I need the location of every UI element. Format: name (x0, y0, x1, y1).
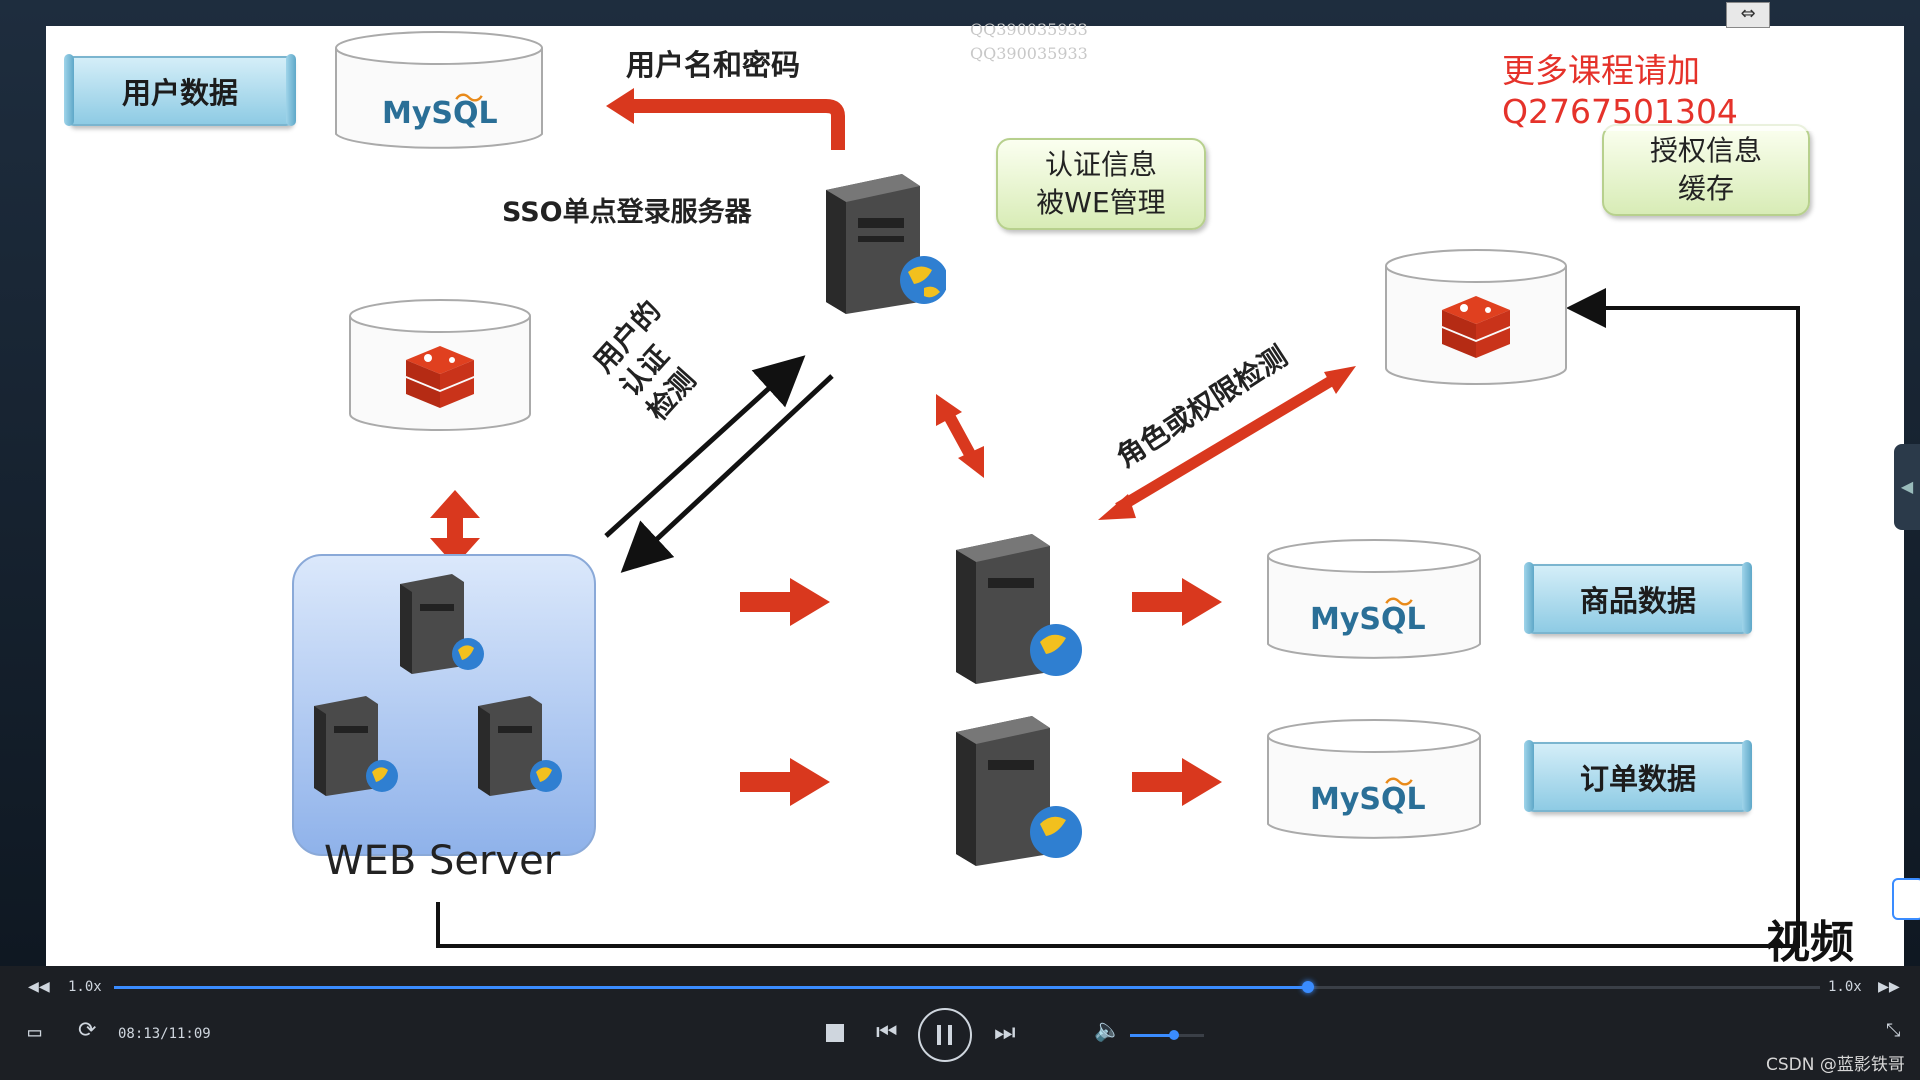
pause-icon-bar (948, 1025, 952, 1045)
dolphin-icon: 〜 (454, 82, 484, 117)
goods-mysql-db: MySQL 〜 (1266, 538, 1482, 660)
auth-info-callout: 认证信息 被WE管理 (996, 138, 1206, 230)
user-data-tag: 用户数据 (64, 54, 296, 126)
auth-callout-line2: 被WE管理 (1036, 186, 1166, 219)
web-server-cluster (292, 554, 596, 856)
promo-text: 更多课程请加Q2767501304 (1502, 44, 1904, 131)
volume-track[interactable] (1130, 1030, 1204, 1040)
arrow-service-to-orderdb (1132, 758, 1222, 806)
web-redis-cache (348, 298, 532, 431)
folder-icon[interactable]: ▭ (28, 1020, 42, 1045)
redis-icon (406, 346, 474, 408)
stop-button[interactable] (826, 1024, 844, 1042)
web-server-label: WEB Server (324, 838, 561, 884)
dolphin-icon: 〜 (1384, 586, 1414, 621)
user-mysql-db: MySQL 〜 (334, 30, 544, 149)
pause-button[interactable] (918, 1008, 972, 1062)
progress-track[interactable] (114, 981, 1820, 993)
corner-logo: 视频 (1766, 917, 1854, 968)
diagram-arrows (430, 88, 1800, 948)
progress-handle[interactable] (1302, 981, 1315, 993)
order-mysql-db: MySQL 〜 (1266, 718, 1482, 840)
pause-icon (937, 1025, 941, 1045)
side-panel-tab[interactable]: ◀ (1894, 444, 1920, 530)
player-controls: ◀◀ 1.0x 1.0x ▶▶ ▭ ⟳ 08:13/11:09 ⏮ ⏭ 🔈 ⤡ … (0, 966, 1920, 1080)
authz-redis-cache (1384, 248, 1568, 388)
volume-handle[interactable] (1169, 1030, 1180, 1040)
arrow-service-to-goodsdb (1132, 578, 1222, 626)
watermark-qq-2: QQ390035933 (970, 44, 1088, 63)
volume-icon[interactable]: 🔈 (1094, 1018, 1122, 1043)
user-pass-label: 用户名和密码 (626, 48, 801, 82)
service-server-2 (946, 708, 1086, 868)
volume-fill (1130, 1034, 1175, 1037)
slide-canvas: 用户数据 MySQL 〜 用户名和密码 SSO单点登录服务器 认证信息 被WE管… (46, 26, 1904, 966)
auth-callout-line1: 认证信息 (1044, 148, 1157, 181)
fullscreen-toggle-icon[interactable]: ⇔ (1726, 2, 1770, 28)
watermark-qq: QQ390035933 (970, 20, 1088, 39)
speed-left[interactable]: 1.0x (68, 979, 102, 995)
line-web-to-authz-cache (436, 288, 1800, 948)
mysql-logo: MySQL (1310, 782, 1426, 817)
arrow-role-check (1098, 366, 1356, 520)
arrow-web-to-service-1 (740, 578, 830, 626)
server-icon (478, 696, 562, 796)
arrow-web-to-service-2 (740, 758, 830, 806)
redis-icon (1442, 296, 1510, 358)
previous-button[interactable]: ⏮ (876, 1018, 898, 1046)
sso-server-label: SSO单点登录服务器 (502, 197, 752, 228)
exit-fullscreen-icon[interactable]: ⤡ (1886, 1020, 1901, 1041)
csdn-credit: CSDN @蓝影铁哥 (1766, 1055, 1905, 1075)
side-float-button[interactable] (1892, 878, 1920, 920)
arrow-cache-web (430, 490, 480, 566)
dolphin-icon: 〜 (1384, 766, 1414, 801)
service-server-1 (946, 526, 1086, 686)
rewind-icon[interactable]: ◀◀ (28, 976, 50, 997)
authz-info-callout: 授权信息 缓存 (1602, 124, 1810, 216)
time-display: 08:13/11:09 (118, 1026, 211, 1042)
mysql-logo: MySQL (382, 96, 498, 131)
progress-fill (114, 986, 1309, 989)
arrow-sso-to-web (620, 374, 834, 573)
arrow-sso-to-userdb-head (606, 88, 634, 124)
authz-callout-line2: 缓存 (1677, 172, 1734, 205)
sso-server-icon (816, 166, 948, 316)
fast-forward-icon[interactable]: ▶▶ (1878, 976, 1900, 997)
order-data-tag: 订单数据 (1524, 740, 1752, 812)
loop-icon[interactable]: ⟳ (78, 1018, 97, 1043)
arrow-sso-to-userdb (626, 99, 845, 150)
server-icon (314, 696, 398, 796)
goods-data-tag: 商品数据 (1524, 562, 1752, 634)
arrow-web-to-sso (604, 355, 806, 538)
arrow-sso-service (936, 394, 984, 478)
mysql-logo: MySQL (1310, 602, 1426, 637)
next-button[interactable]: ⏭ (994, 1018, 1016, 1046)
authz-callout-line1: 授权信息 (1649, 134, 1762, 167)
server-icon (400, 574, 484, 674)
speed-right[interactable]: 1.0x (1828, 979, 1862, 995)
